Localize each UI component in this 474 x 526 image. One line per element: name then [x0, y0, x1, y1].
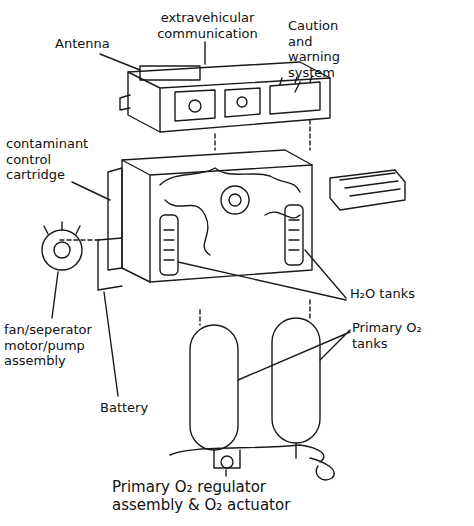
- tank-marks: [164, 230, 174, 260]
- leader-line: [100, 54, 140, 70]
- part-label: Caution and warning system: [288, 18, 350, 80]
- comm-connector: [120, 95, 130, 110]
- part-label: Primary O₂ tanks: [352, 320, 447, 351]
- part-label: contaminant control cartridge: [6, 136, 101, 183]
- cartridge-ribs: [340, 173, 400, 196]
- pump-hub: [229, 194, 241, 206]
- regulator-body: [214, 443, 296, 468]
- part-label: H₂O tanks: [350, 286, 450, 302]
- plumbing: [165, 200, 210, 255]
- warning-module: [270, 76, 320, 114]
- fan-assembly: [42, 230, 82, 270]
- main-frame: [122, 150, 312, 282]
- leader-line: [225, 470, 226, 476]
- pump-wheel: [221, 186, 249, 214]
- actuator-handle: [310, 458, 334, 480]
- regulator-pipe: [170, 445, 324, 462]
- leader-line: [72, 182, 110, 200]
- part-label: Antenna: [55, 36, 125, 52]
- main-frame-edges: [122, 160, 312, 282]
- water-tank: [160, 215, 178, 275]
- leader-line: [104, 292, 118, 396]
- fan-hub: [54, 242, 70, 258]
- fan-fittings: [44, 222, 80, 234]
- regulator-knob: [221, 456, 233, 468]
- side-cartridge: [330, 170, 405, 210]
- oxygen-tank: [190, 325, 238, 450]
- part-label: Primary O₂ regulator assembly & O₂ actua…: [112, 478, 337, 514]
- assembly-line: [215, 120, 310, 150]
- plumbing: [160, 168, 300, 192]
- part-label: fan/seperator motor/pump assembly: [4, 322, 112, 369]
- battery: [98, 238, 122, 290]
- comm-knob: [189, 100, 201, 112]
- leader-line: [238, 330, 350, 380]
- comm-knob: [237, 97, 247, 107]
- leader-line: [295, 82, 300, 92]
- water-tank: [285, 205, 303, 265]
- comm-unit-edges: [128, 72, 330, 132]
- cartridge: [108, 168, 122, 270]
- oxygen-tank: [272, 318, 320, 443]
- leader-line: [178, 250, 346, 300]
- leader-line: [204, 42, 205, 64]
- part-label: extravehicular communication: [150, 10, 265, 41]
- part-label: Battery: [100, 400, 170, 416]
- assembly-line: [200, 300, 310, 325]
- comm-modules: [175, 88, 260, 121]
- leader-line: [52, 272, 58, 318]
- tank-marks: [289, 220, 299, 250]
- plumbing: [265, 212, 300, 218]
- antenna-block: [140, 66, 200, 80]
